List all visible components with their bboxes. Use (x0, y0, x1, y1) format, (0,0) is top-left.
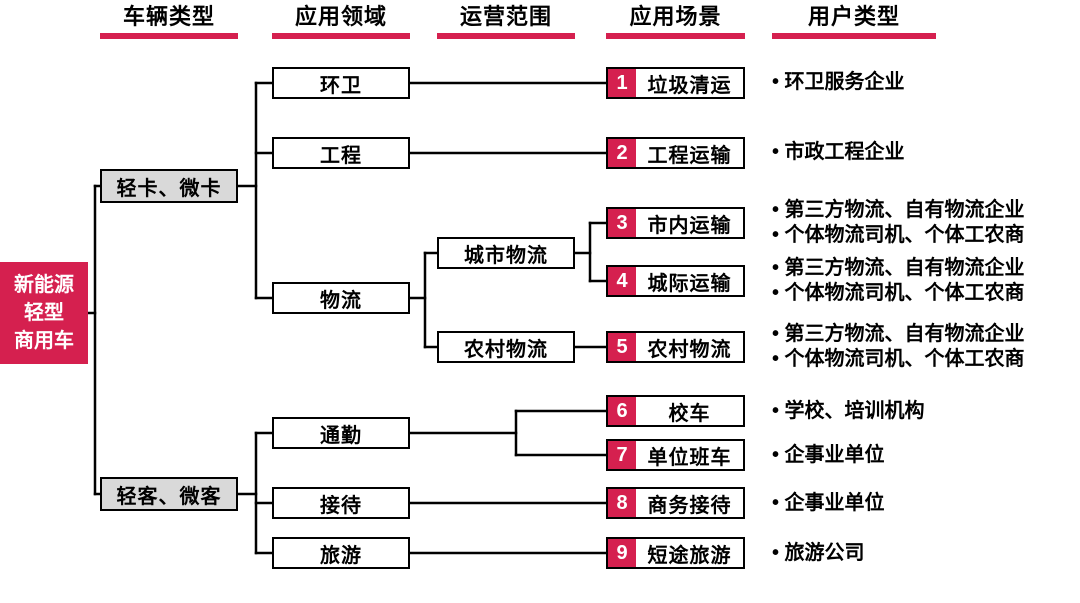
column-header-application-field: 应用领域 (272, 4, 410, 39)
user-type-line: • 旅游公司 (772, 542, 865, 564)
scenario-label: 垃圾清运 (647, 74, 732, 97)
column-header-user-type: 用户类型 (772, 4, 936, 39)
column-title: 运营范围 (459, 4, 552, 29)
column-header-vehicle-type: 车辆类型 (100, 4, 238, 39)
node-label: 工程 (320, 144, 362, 167)
node-label: 旅游 (320, 544, 362, 567)
header-underline (606, 33, 745, 39)
scenario-label: 单位班车 (647, 446, 732, 469)
user-type-line: • 企事业单位 (772, 444, 885, 466)
column-header-operation-scope: 运营范围 (437, 4, 575, 39)
scenario-8-business-reception: 8 商务接待 (606, 487, 745, 519)
column-title: 应用领域 (294, 4, 387, 29)
column-header-application-scenario: 应用场景 (606, 4, 745, 39)
column-title: 应用场景 (629, 4, 722, 29)
scenario-number-badge: 2 (608, 139, 636, 167)
scenario-7-company-shuttle: 7 单位班车 (606, 439, 745, 471)
header-underline (100, 33, 238, 39)
scenario-9-short-trip-tourism: 9 短途旅游 (606, 537, 745, 569)
root-line: 新能源 (14, 274, 74, 296)
user-type-company-shuttle: • 企事业单位 (772, 443, 885, 468)
user-type-line: • 市政工程企业 (772, 141, 905, 163)
scenario-label: 校车 (668, 402, 711, 425)
field-reception: 接待 (272, 487, 410, 519)
user-type-sanitation: • 环卫服务企业 (772, 70, 905, 95)
scenario-number-badge: 9 (608, 539, 636, 567)
header-underline (272, 33, 410, 39)
user-type-line: • 学校、培训机构 (772, 400, 925, 422)
vehicle-type-light-van: 轻客、微客 (100, 477, 238, 511)
scenario-label: 商务接待 (647, 494, 732, 517)
user-type-line: • 第三方物流、自有物流企业 (772, 323, 1025, 345)
root-line: 轻型 (24, 302, 64, 324)
scenario-1-garbage-removal: 1 垃圾清运 (606, 67, 745, 99)
column-title: 车辆类型 (122, 4, 215, 29)
vehicle-type-light-truck: 轻卡、微卡 (100, 169, 238, 203)
scenario-number-badge: 5 (608, 333, 636, 361)
user-type-line: • 第三方物流、自有物流企业 (772, 257, 1025, 279)
user-type-rural: • 第三方物流、自有物流企业 • 个体物流司机、个体工农商 (772, 322, 1025, 372)
scenario-number-badge: 1 (608, 69, 636, 97)
scenario-5-rural-logistics: 5 农村物流 (606, 331, 745, 363)
root-node-new-energy-lcv: 新能源 轻型 商用车 (0, 262, 88, 364)
scenario-label: 工程运输 (647, 144, 732, 167)
node-label: 农村物流 (464, 338, 548, 361)
header-underline (437, 33, 575, 39)
user-type-tourism: • 旅游公司 (772, 541, 865, 566)
scenario-4-intercity-transport: 4 城际运输 (606, 265, 745, 297)
header-underline (772, 33, 936, 39)
node-label: 城市物流 (464, 244, 548, 267)
scenario-label: 农村物流 (647, 338, 732, 361)
node-label: 物流 (320, 289, 362, 312)
user-type-business-reception: • 企事业单位 (772, 491, 885, 516)
scope-urban-logistics: 城市物流 (437, 237, 575, 269)
user-type-line: • 个体物流司机、个体工农商 (772, 348, 1025, 370)
field-sanitation: 环卫 (272, 67, 410, 99)
scenario-2-engineering-transport: 2 工程运输 (606, 137, 745, 169)
user-type-line: • 环卫服务企业 (772, 71, 905, 93)
root-line: 商用车 (14, 330, 74, 352)
user-type-intracity: • 第三方物流、自有物流企业 • 个体物流司机、个体工农商 (772, 198, 1025, 248)
field-engineering: 工程 (272, 137, 410, 169)
user-type-line: • 第三方物流、自有物流企业 (772, 199, 1025, 221)
user-type-line: • 企事业单位 (772, 492, 885, 514)
node-label: 轻卡、微卡 (116, 177, 222, 200)
node-label: 轻客、微客 (116, 485, 222, 508)
scenario-number-badge: 7 (608, 441, 636, 469)
scenario-label: 短途旅游 (647, 544, 732, 567)
user-type-school: • 学校、培训机构 (772, 399, 925, 424)
field-commuting: 通勤 (272, 417, 410, 449)
scenario-number-badge: 6 (608, 397, 636, 425)
scenario-label: 市内运输 (647, 214, 732, 237)
user-type-line: • 个体物流司机、个体工农商 (772, 282, 1025, 304)
user-type-intercity: • 第三方物流、自有物流企业 • 个体物流司机、个体工农商 (772, 256, 1025, 306)
node-label: 环卫 (320, 74, 362, 97)
field-logistics: 物流 (272, 282, 410, 314)
user-type-engineering: • 市政工程企业 (772, 140, 905, 165)
scenario-label: 城际运输 (647, 272, 732, 295)
scenario-number-badge: 3 (608, 209, 636, 237)
scope-rural-logistics: 农村物流 (437, 331, 575, 363)
node-label: 接待 (320, 494, 362, 517)
scenario-number-badge: 4 (608, 267, 636, 295)
node-label: 通勤 (320, 424, 362, 447)
scenario-3-intracity-transport: 3 市内运输 (606, 207, 745, 239)
column-title: 用户类型 (807, 4, 900, 29)
user-type-line: • 个体物流司机、个体工农商 (772, 224, 1025, 246)
scenario-6-school-bus: 6 校车 (606, 395, 745, 427)
field-tourism: 旅游 (272, 537, 410, 569)
scenario-number-badge: 8 (608, 489, 636, 517)
